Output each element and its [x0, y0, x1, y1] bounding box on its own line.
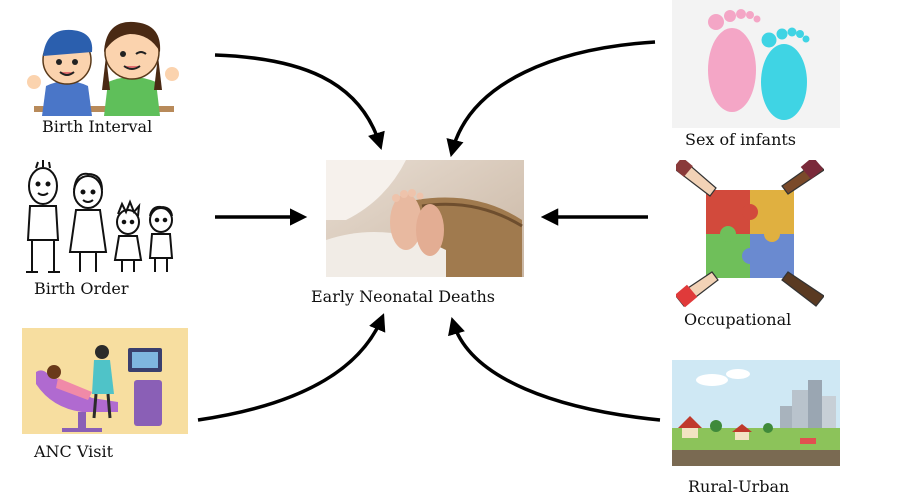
occupational-label: Occupational: [684, 310, 792, 329]
arrow-rural-urban: [448, 316, 661, 422]
rural-urban-illustration: [672, 360, 840, 466]
arrow-birth-interval: [214, 53, 385, 151]
arrow-anc-visit: [197, 313, 386, 422]
anc-visit-illustration: [22, 328, 188, 434]
baby-feet-photo: [326, 160, 524, 277]
birth-order-label: Birth Order: [34, 279, 129, 298]
arrow-sex-of-infants: [446, 40, 656, 158]
sex-of-infants-label: Sex of infants: [685, 130, 797, 149]
birth-interval-label: Birth Interval: [42, 117, 153, 136]
anc-visit-label: ANC Visit: [34, 442, 114, 461]
occupational-illustration: [676, 160, 824, 308]
sex-of-infants-illustration: [672, 0, 840, 128]
center-label: Early Neonatal Deaths: [311, 287, 496, 306]
rural-urban-label: Rural-Urban: [688, 477, 790, 496]
birth-order-illustration: [18, 160, 178, 278]
birth-interval-illustration: [22, 8, 180, 116]
